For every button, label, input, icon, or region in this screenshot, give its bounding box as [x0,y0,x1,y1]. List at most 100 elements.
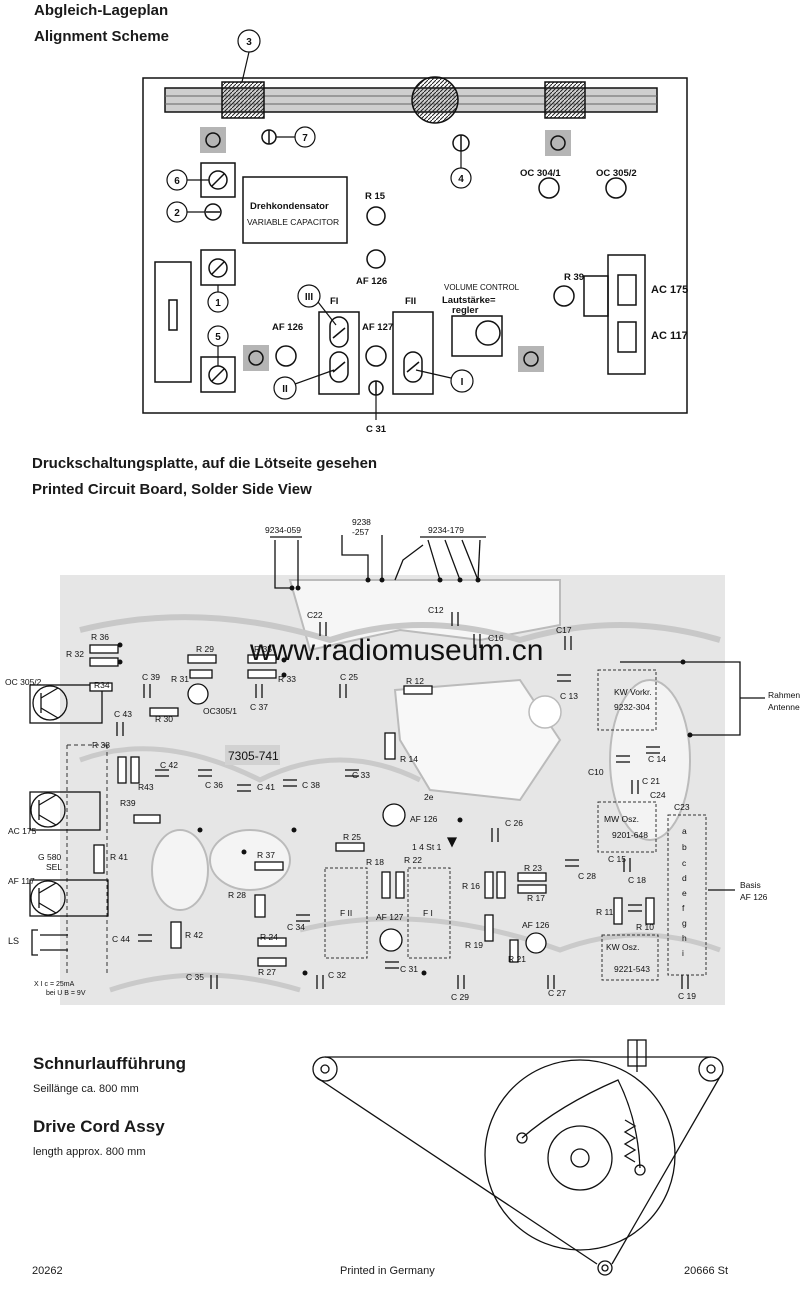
label-r43: R43 [138,782,154,792]
af126-can [366,249,386,269]
callout-2-label: 2 [174,208,180,219]
drive-cord-length-en: length approx. 800 mm [33,1146,146,1158]
label-r30: R 30 [155,714,173,724]
af127-can [365,345,387,367]
rod-coil-left [221,81,265,119]
label-2e: 2e [424,792,434,802]
pin-f: f [682,903,685,913]
footer-right: 20666 St [684,1265,729,1277]
basis-1: Basis [740,880,761,890]
pin-g: g [682,918,687,928]
drive-cord-length-de: Seillänge ca. 800 mm [33,1083,139,1095]
kw-vorkr-no: 9232-304 [614,702,650,712]
r39-label: R 39 [564,272,584,283]
drive-drum [484,1059,676,1251]
ac175-label: AC 175 [651,284,688,296]
label-af127: AF 127 [376,912,404,922]
label-c36: C 36 [205,780,223,790]
label-r27: R 27 [258,967,276,977]
label-c32: C 32 [328,970,346,980]
r15-trimmer [366,206,386,226]
kw-osz: KW Osz. [606,942,640,952]
alignment-title-de: Abgleich-Lageplan [34,2,169,19]
pin-e: e [682,888,687,898]
label-c18: C 18 [628,875,646,885]
drive-cord-diagram [312,1039,724,1276]
mw-osz-no: 9201-648 [612,830,648,840]
label-c14: C 14 [648,754,666,764]
pin-i: i [682,948,684,958]
label-c19: C 19 [678,991,696,1001]
callout-1-label: 1 [215,298,221,309]
label-st: 1 4 St 1 [412,842,442,852]
oc304-label: OC 304/1 [520,168,561,179]
trim-pad [200,127,226,153]
trim-pad [243,345,269,371]
label-r24: R 24 [260,932,278,942]
pin-h: h [682,933,687,943]
drive-cord-title-de: Schnurlaufführung [33,1054,186,1073]
variable-capacitor [242,176,348,244]
label-c44: C 44 [112,934,130,944]
label-g580b: SEL [46,862,62,872]
label-r10: R 10 [636,922,654,932]
conn-9234-059: 9234-059 [265,525,301,535]
label-r22: R 22 [404,855,422,865]
filter-fii [392,311,434,395]
label-r32: R 32 [66,649,84,659]
varcap-label-en: VARIABLE CAPACITOR [247,217,339,227]
label-c34: C 34 [287,922,305,932]
label-r41: R 41 [110,852,128,862]
label-r36: R 36 [91,632,109,642]
callout-iii-label: III [305,292,314,303]
volume-label-en: VOLUME CONTROL [444,283,520,292]
label-c25: C 25 [340,672,358,682]
label-r12: R 12 [406,676,424,686]
label-r25: R 25 [343,832,361,842]
frame-antenna-2: Antenne [768,702,800,712]
callout-4-label: 4 [458,174,464,185]
label-r11: R 11 [596,907,614,917]
label-oc3052: OC 305/2 [5,677,42,687]
conn-9238-b: -257 [352,527,369,537]
switch-block [154,261,192,383]
volume-label-de2: regler [452,305,479,316]
pin-d: d [682,873,687,883]
label-ac175: AC 175 [8,826,37,836]
callouts [166,29,474,400]
pin-b: b [682,842,687,852]
label-c35: C 35 [186,972,204,982]
frame-antenna-1: Rahmen- [768,690,800,700]
pcb-title-de: Druckschaltungsplatte, auf die Lötseite … [32,455,378,472]
label-af126: AF 126 [410,814,438,824]
callout-iii [297,284,321,308]
oc305-can [605,177,627,199]
rod-coil-right [544,81,586,119]
label-c13: C 13 [560,691,578,701]
label-c28: C 28 [578,871,596,881]
footer-center: Printed in Germany [340,1265,435,1277]
mw-osz: MW Osz. [604,814,639,824]
label-g580a: G 580 [38,852,61,862]
label-c41: C 41 [257,782,275,792]
label-r34: R34 [94,680,110,690]
varcap-label-de: Drehkondensator [250,201,329,212]
label-r23: R 23 [524,863,542,873]
pin-c: c [682,858,687,868]
volume-label-de1: Lautstärke= [442,295,496,306]
c31-label: C 31 [366,424,387,435]
oc304-can [538,177,560,199]
alignment-board [142,76,688,414]
callout-ii-label: II [282,384,288,395]
watermark-group: www.radiomuseum.cn [249,634,543,667]
callout-labels: 3 7 4 6 2 1 5 III II I [174,37,464,395]
label-af117: AF 117 [8,876,35,886]
callout-6-label: 6 [174,176,180,187]
label-c26: C 26 [505,818,523,828]
alignment-board-outline [142,77,688,414]
label-fi: F I [423,908,433,918]
label-c37: C 37 [250,702,268,712]
fii-label: FII [405,296,416,307]
volume-control [451,315,503,357]
note-1: X I c = 25mA [34,981,75,988]
